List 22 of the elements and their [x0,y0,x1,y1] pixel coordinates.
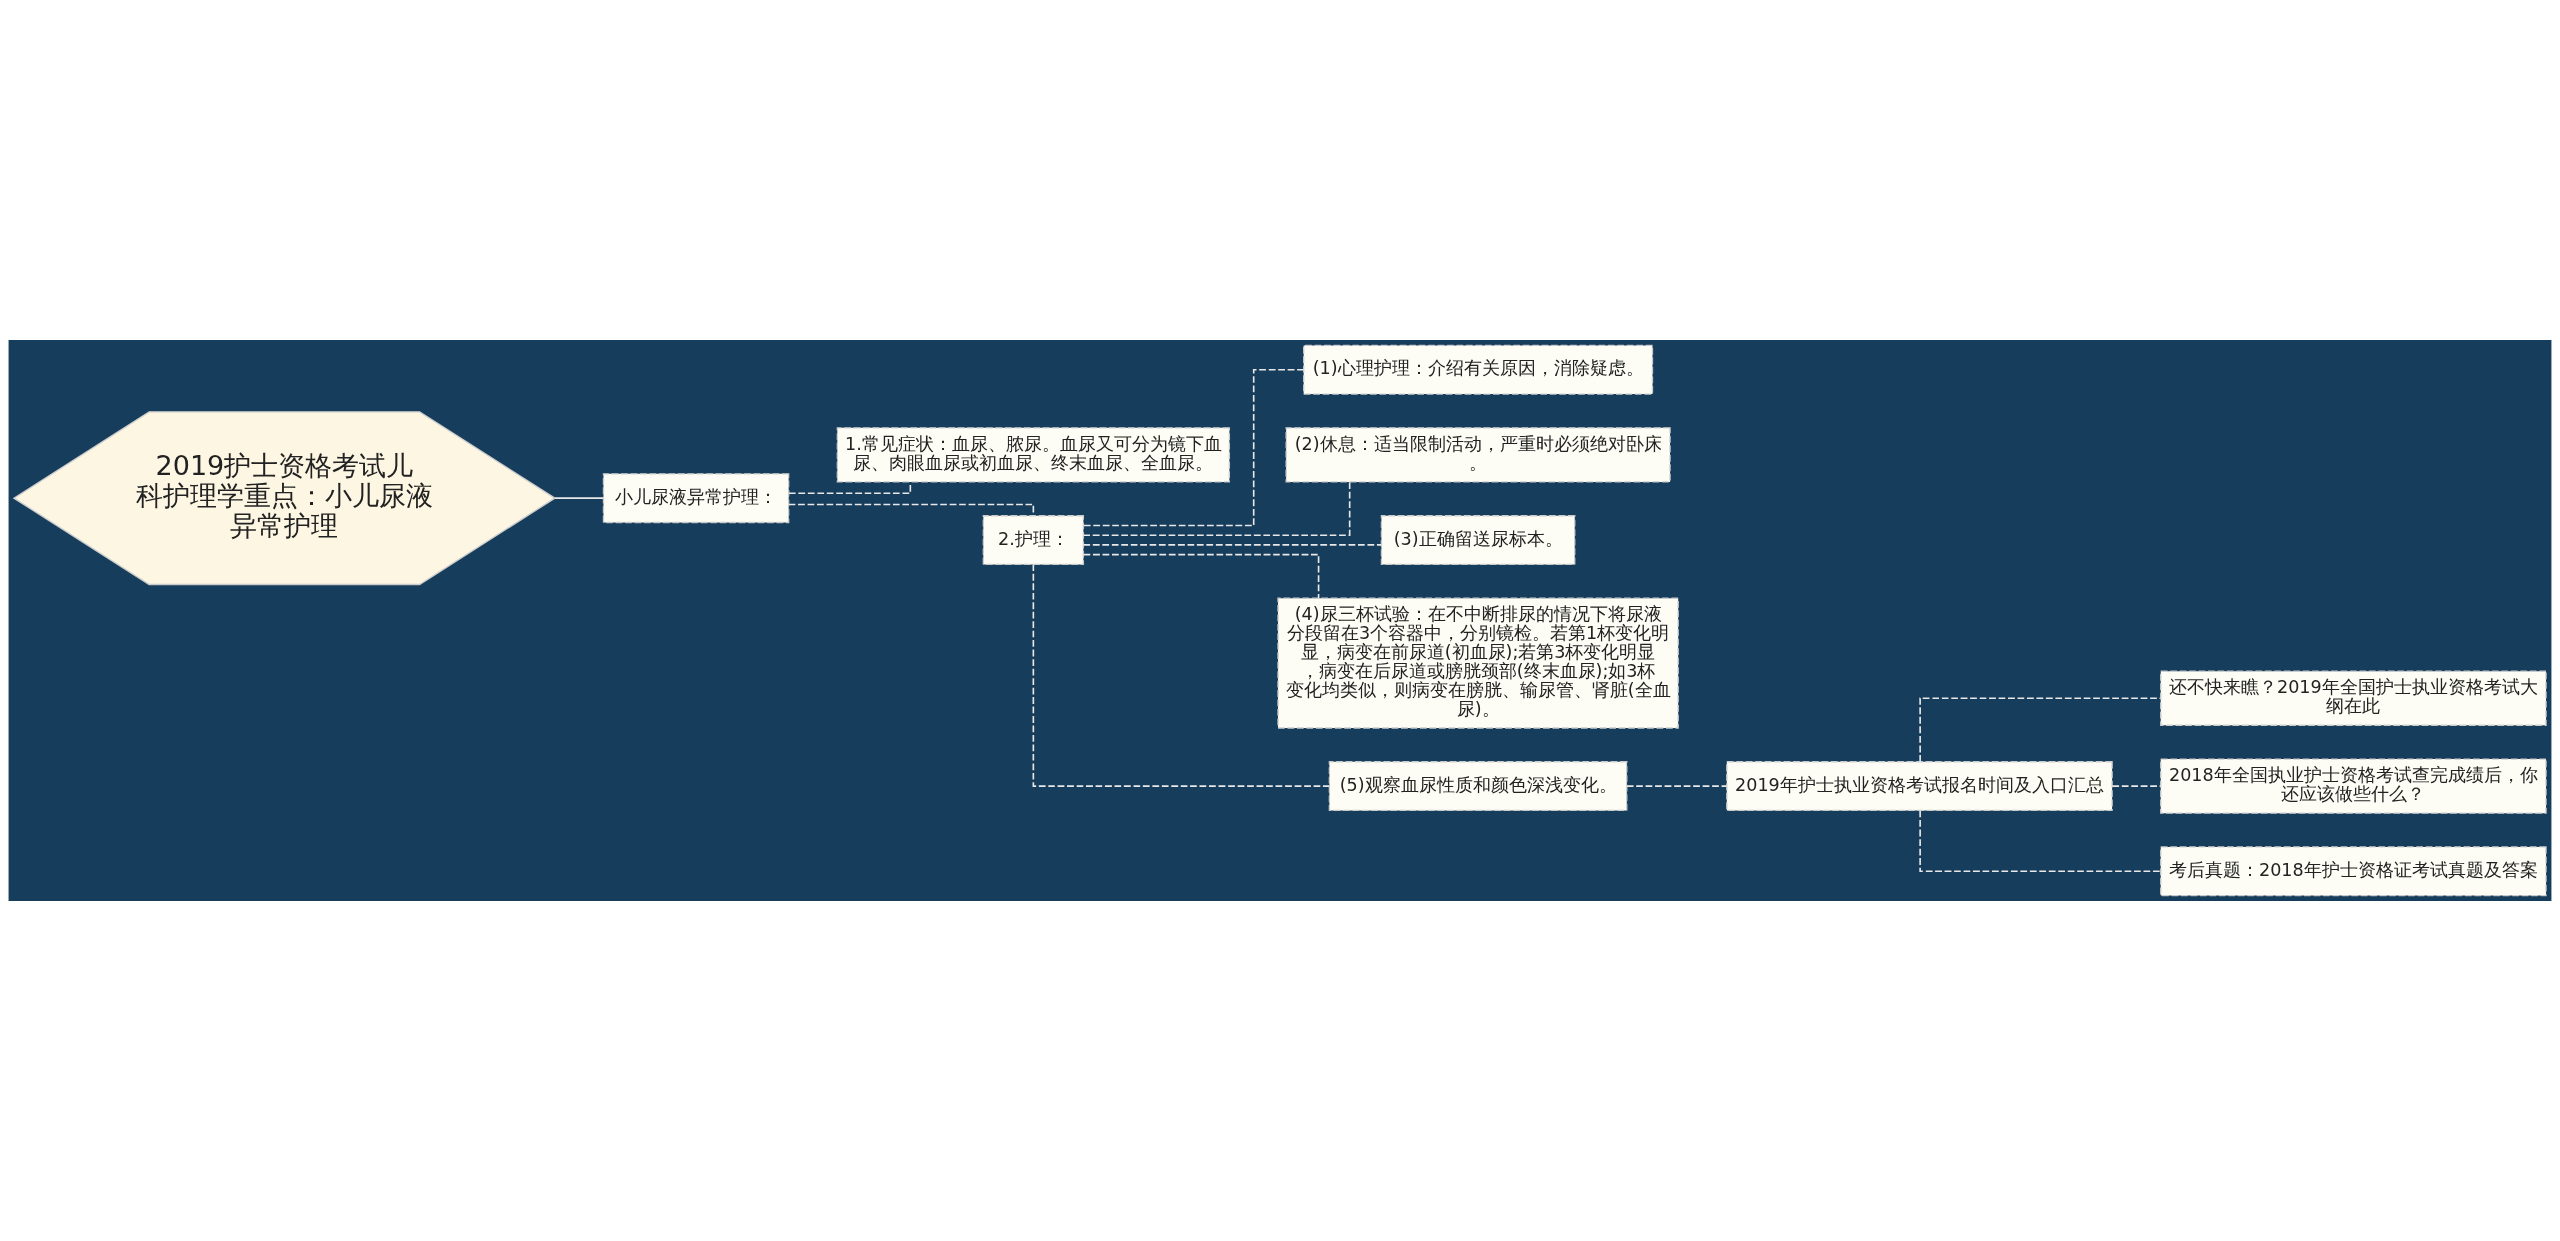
node-box: 小儿尿液异常护理： [602,473,790,524]
node-box: 考后真题：2018年护士资格证考试真题及答案 [2160,846,2547,897]
connector [1919,809,2161,873]
connector [1082,481,1351,536]
connector [1082,553,1320,599]
connector [1626,785,1728,787]
node-box: 2018年全国执业护士资格考试查完成绩后，你还应该做些什么？ [2160,758,2547,814]
connector [787,503,1035,517]
connector [1032,563,1331,787]
connector [1083,368,1305,527]
node-box: 2019年护士执业资格考试报名时间及入口汇总 [1726,761,2113,812]
node-box: 还不快来瞧？2019年全国护士执业资格考试大纲在此 [2160,670,2547,726]
node-box: (4)尿三杯试验：在不中断排尿的情况下将尿液分段留在3个容器中，分别镜检。若第1杯变化明显，病变在前尿道(初血尿);若第3杯变化明显，病变在后尿道或膀胱颈部(终末血尿);如3杯变化均类似，则病变在膀胱、输尿管、肾脏(全血尿)。 [1277,597,1679,729]
node-box: (2)休息：适当限制活动，严重时必须绝对卧床。 [1285,427,1671,483]
node-box: (3)正确留送尿标本。 [1380,515,1576,566]
connector [554,497,605,499]
connector [1082,544,1383,546]
node-box: (1)心理护理：介绍有关原因，消除疑虑。 [1303,344,1654,395]
node-box: 1.常见症状：血尿、脓尿。血尿又可分为镜下血尿、肉眼血尿或初血尿、终末血尿、全血尿。 [836,427,1231,483]
node-box: 2.护理： [982,515,1085,566]
node-box: (5)观察血尿性质和颜色深浅变化。 [1328,761,1628,812]
connector [2111,785,2162,787]
